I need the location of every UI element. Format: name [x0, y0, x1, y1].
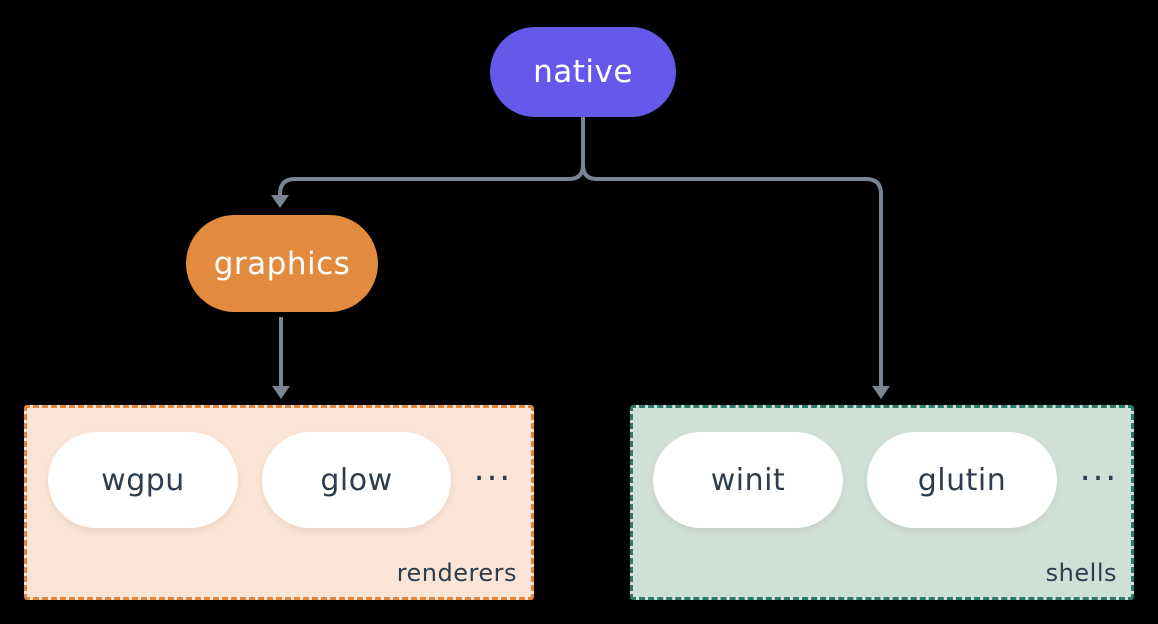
shells-ellipsis: ...: [1079, 449, 1119, 489]
node-wgpu: wgpu: [48, 432, 238, 528]
node-native-label: native: [533, 54, 633, 90]
node-graphics-label: graphics: [213, 245, 351, 282]
node-graphics: graphics: [186, 215, 378, 312]
group-renderers-label: renderers: [396, 559, 517, 587]
group-renderers: wgpu glow ... renderers: [24, 405, 534, 600]
node-winit: winit: [653, 432, 843, 528]
node-glow-label: glow: [320, 462, 393, 498]
connector-native-to-shells: [581, 164, 883, 387]
node-wgpu-label: wgpu: [101, 462, 185, 498]
node-native: native: [490, 27, 676, 117]
node-winit-label: winit: [710, 462, 786, 498]
node-glutin: glutin: [867, 432, 1057, 528]
group-shells: winit glutin ... shells: [630, 405, 1134, 600]
shells-more-slot: ...: [1071, 432, 1127, 528]
node-glutin-label: glutin: [917, 462, 1007, 498]
arrowhead-to-graphics-icon: [271, 195, 289, 208]
group-shells-label: shells: [1045, 559, 1117, 587]
renderers-more-slot: ...: [465, 432, 521, 528]
node-glow: glow: [262, 432, 451, 528]
renderers-ellipsis: ...: [473, 449, 513, 489]
arrowhead-to-renderers-icon: [272, 386, 290, 399]
connector-native-to-graphics: [278, 164, 585, 196]
arrowhead-to-shells-icon: [872, 386, 890, 399]
